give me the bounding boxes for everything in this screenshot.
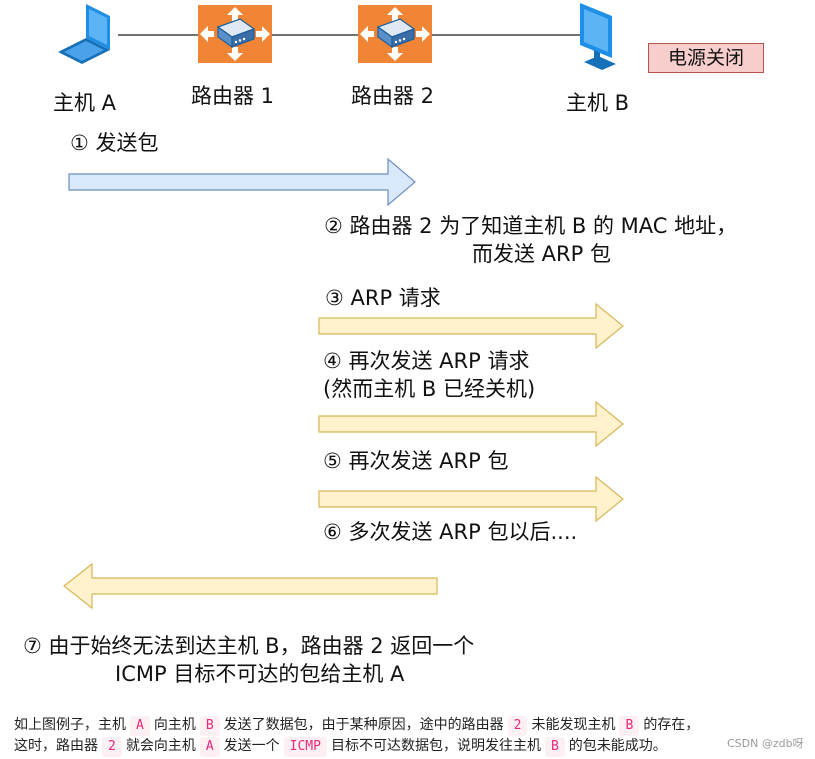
step-4-line-2: (然而主机 B 已经关机) (323, 377, 536, 401)
power-off-badge: 电源关闭 (648, 43, 764, 73)
host-b-label: 主机 B (566, 91, 630, 115)
step-6-text: ⑥ 多次发送 ARP 包以后.... (323, 520, 578, 544)
step-4-line-1: ④ 再次发送 ARP 请求 (323, 349, 530, 373)
watermark: CSDN @zdb呀 (727, 737, 804, 750)
inline-code: ICMP (283, 737, 327, 757)
inline-code: B (544, 737, 565, 757)
inline-code: 2 (102, 737, 122, 757)
host-a-label: 主机 A (53, 91, 117, 115)
step-3-text: ③ ARP 请求 (325, 286, 441, 310)
step-7-line-1: ⑦ 由于始终无法到达主机 B，路由器 2 返回一个 (23, 634, 475, 658)
laptop-icon (58, 4, 110, 64)
caption-text: 向主机 (153, 717, 196, 733)
caption-text: 这时，路由器 (14, 738, 98, 754)
caption-text: 发送了数据包，由于某种原因，途中的路由器 (223, 717, 504, 733)
inline-code: A (130, 716, 150, 736)
inline-code: A (199, 737, 220, 757)
step-2-line-2: 而发送 ARP 包 (472, 242, 611, 266)
arrow-arp-request (318, 302, 624, 350)
router-1-label: 路由器 1 (191, 84, 275, 108)
router-icon (198, 5, 272, 63)
arrow-send-packet (68, 157, 416, 207)
caption-text: 目标不可达数据包，说明发往主机 (330, 738, 541, 754)
caption-text: 的存在， (643, 717, 700, 733)
caption-text: 发送一个 (223, 738, 280, 754)
router-icon (358, 5, 432, 63)
step-7-line-2: ICMP 目标不可达的包给主机 A (115, 662, 405, 686)
arrow-arp-retry (318, 400, 624, 448)
inline-code: B (619, 716, 640, 736)
computer-icon (580, 3, 616, 70)
caption-text: 如上图例子，主机 (14, 717, 126, 733)
step-1-text: ① 发送包 (70, 131, 159, 155)
step-2-line-1: ② 路由器 2 为了知道主机 B 的 MAC 地址， (324, 214, 738, 238)
caption-text: 就会向主机 (125, 738, 196, 754)
arrow-arp-packet (318, 475, 624, 523)
router-2-label: 路由器 2 (351, 84, 435, 108)
caption-text: 的包未能成功。 (568, 738, 667, 754)
arrow-icmp-return (63, 562, 438, 610)
caption-text: 未能发现主机 (531, 717, 616, 733)
step-5-text: ⑤ 再次发送 ARP 包 (323, 449, 509, 473)
inline-code: 2 (507, 716, 528, 736)
inline-code: B (199, 716, 220, 736)
